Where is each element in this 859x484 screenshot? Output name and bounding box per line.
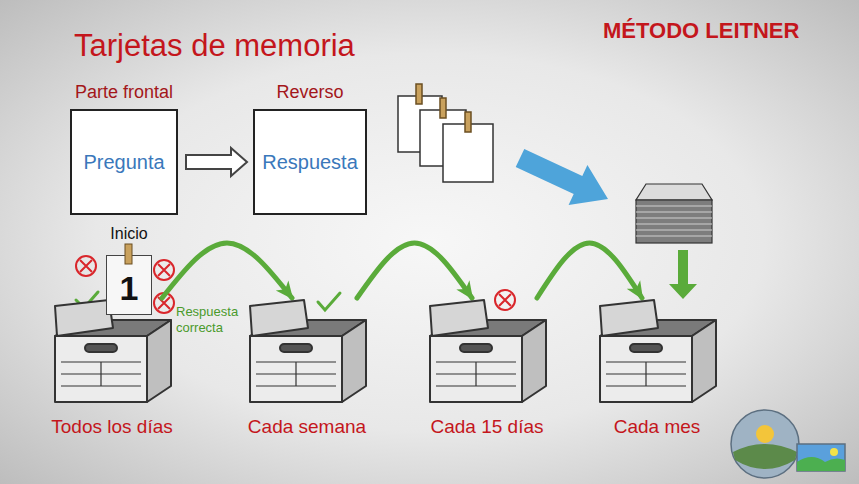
paper-stack bbox=[636, 205, 712, 206]
review-interval: Cada mes bbox=[614, 416, 701, 438]
box-lid bbox=[430, 300, 488, 336]
flash-card: ReversoRespuesta bbox=[253, 82, 367, 215]
box-side bbox=[147, 320, 171, 402]
review-interval: Todos los días bbox=[51, 416, 172, 438]
box-handle bbox=[630, 344, 662, 352]
promotion-arrow bbox=[162, 243, 292, 298]
storage-box-drawing bbox=[430, 300, 546, 402]
promotion-arrow bbox=[357, 243, 472, 298]
wrong-mark bbox=[158, 264, 170, 276]
paper-stack bbox=[636, 229, 712, 230]
card-text: Pregunta bbox=[83, 151, 164, 174]
clothespin-cards bbox=[398, 84, 493, 182]
review-box: Todos los días bbox=[47, 298, 177, 438]
review-box: Cada mes bbox=[592, 298, 722, 438]
card-heading: Reverso bbox=[276, 82, 343, 103]
box-lid bbox=[600, 300, 658, 336]
wrong-mark bbox=[499, 294, 511, 306]
box-handle bbox=[280, 344, 312, 352]
box-front bbox=[250, 336, 342, 402]
box-lid bbox=[250, 300, 308, 336]
box-side bbox=[522, 320, 546, 402]
box-handle bbox=[460, 344, 492, 352]
storage-box bbox=[422, 298, 552, 408]
blue-arrow bbox=[516, 149, 608, 205]
paper-stack bbox=[636, 200, 712, 243]
logo bbox=[733, 444, 797, 469]
clothespin bbox=[124, 243, 134, 265]
logo bbox=[731, 410, 799, 478]
paper-stack bbox=[636, 211, 712, 212]
promotion-arrow bbox=[537, 243, 642, 298]
box-lid bbox=[55, 300, 113, 336]
box-stripe bbox=[645, 362, 646, 386]
box-number: 1 bbox=[120, 269, 139, 308]
logo bbox=[830, 448, 838, 456]
box-side bbox=[342, 320, 366, 402]
start-label: Inicio bbox=[110, 225, 147, 243]
storage-box-drawing bbox=[250, 300, 366, 402]
box-front bbox=[600, 336, 692, 402]
storage-box-drawing bbox=[600, 300, 716, 402]
start-card: 1 bbox=[106, 255, 152, 315]
blue-arrow bbox=[516, 149, 608, 205]
clothespin-shape bbox=[125, 244, 132, 264]
paper-stack bbox=[636, 184, 712, 200]
paper-stack bbox=[636, 223, 712, 224]
method-name: MÉTODO LEITNER bbox=[603, 18, 799, 44]
paper-stack bbox=[636, 217, 712, 218]
wrong-mark bbox=[154, 260, 174, 280]
wrong-mark bbox=[80, 260, 92, 272]
box-side bbox=[692, 320, 716, 402]
box-handle bbox=[85, 344, 117, 352]
card-text: Respuesta bbox=[262, 151, 358, 174]
box-stripe bbox=[100, 362, 101, 386]
edge-label: Respuesta correcta bbox=[176, 304, 242, 335]
wrong-mark bbox=[495, 290, 515, 310]
review-box: Cada semana bbox=[242, 298, 372, 438]
review-interval: Cada semana bbox=[248, 416, 366, 438]
clothespin-cards bbox=[416, 84, 422, 104]
flash-card: Parte frontalPregunta bbox=[70, 82, 178, 215]
logo bbox=[797, 444, 845, 471]
box-front bbox=[430, 336, 522, 402]
storage-box bbox=[592, 298, 722, 408]
check-mark bbox=[318, 293, 340, 310]
logo bbox=[731, 410, 845, 478]
storage-box-drawing bbox=[55, 300, 171, 402]
wrong-mark bbox=[76, 256, 96, 276]
paper-stack bbox=[636, 184, 712, 243]
paper-stack bbox=[636, 235, 712, 236]
clothespin-cards bbox=[465, 112, 471, 132]
green-down-arrow bbox=[669, 250, 697, 299]
review-interval: Cada 15 días bbox=[430, 416, 543, 438]
logo bbox=[797, 457, 845, 471]
clothespin-cards bbox=[440, 98, 446, 118]
card-face: Respuesta bbox=[253, 109, 367, 215]
review-box: Cada 15 días bbox=[422, 298, 552, 438]
card-face: Pregunta bbox=[70, 109, 178, 215]
box-front bbox=[55, 336, 147, 402]
diagram-title: Tarjetas de memoria bbox=[74, 28, 355, 64]
card-heading: Parte frontal bbox=[75, 82, 173, 103]
box-stripe bbox=[295, 362, 296, 386]
box-stripe bbox=[475, 362, 476, 386]
storage-box bbox=[242, 298, 372, 408]
green-down-arrow bbox=[669, 250, 697, 299]
start-card-node: Inicio 1 bbox=[106, 225, 152, 315]
logo bbox=[756, 425, 774, 443]
flip-arrow bbox=[186, 148, 247, 176]
